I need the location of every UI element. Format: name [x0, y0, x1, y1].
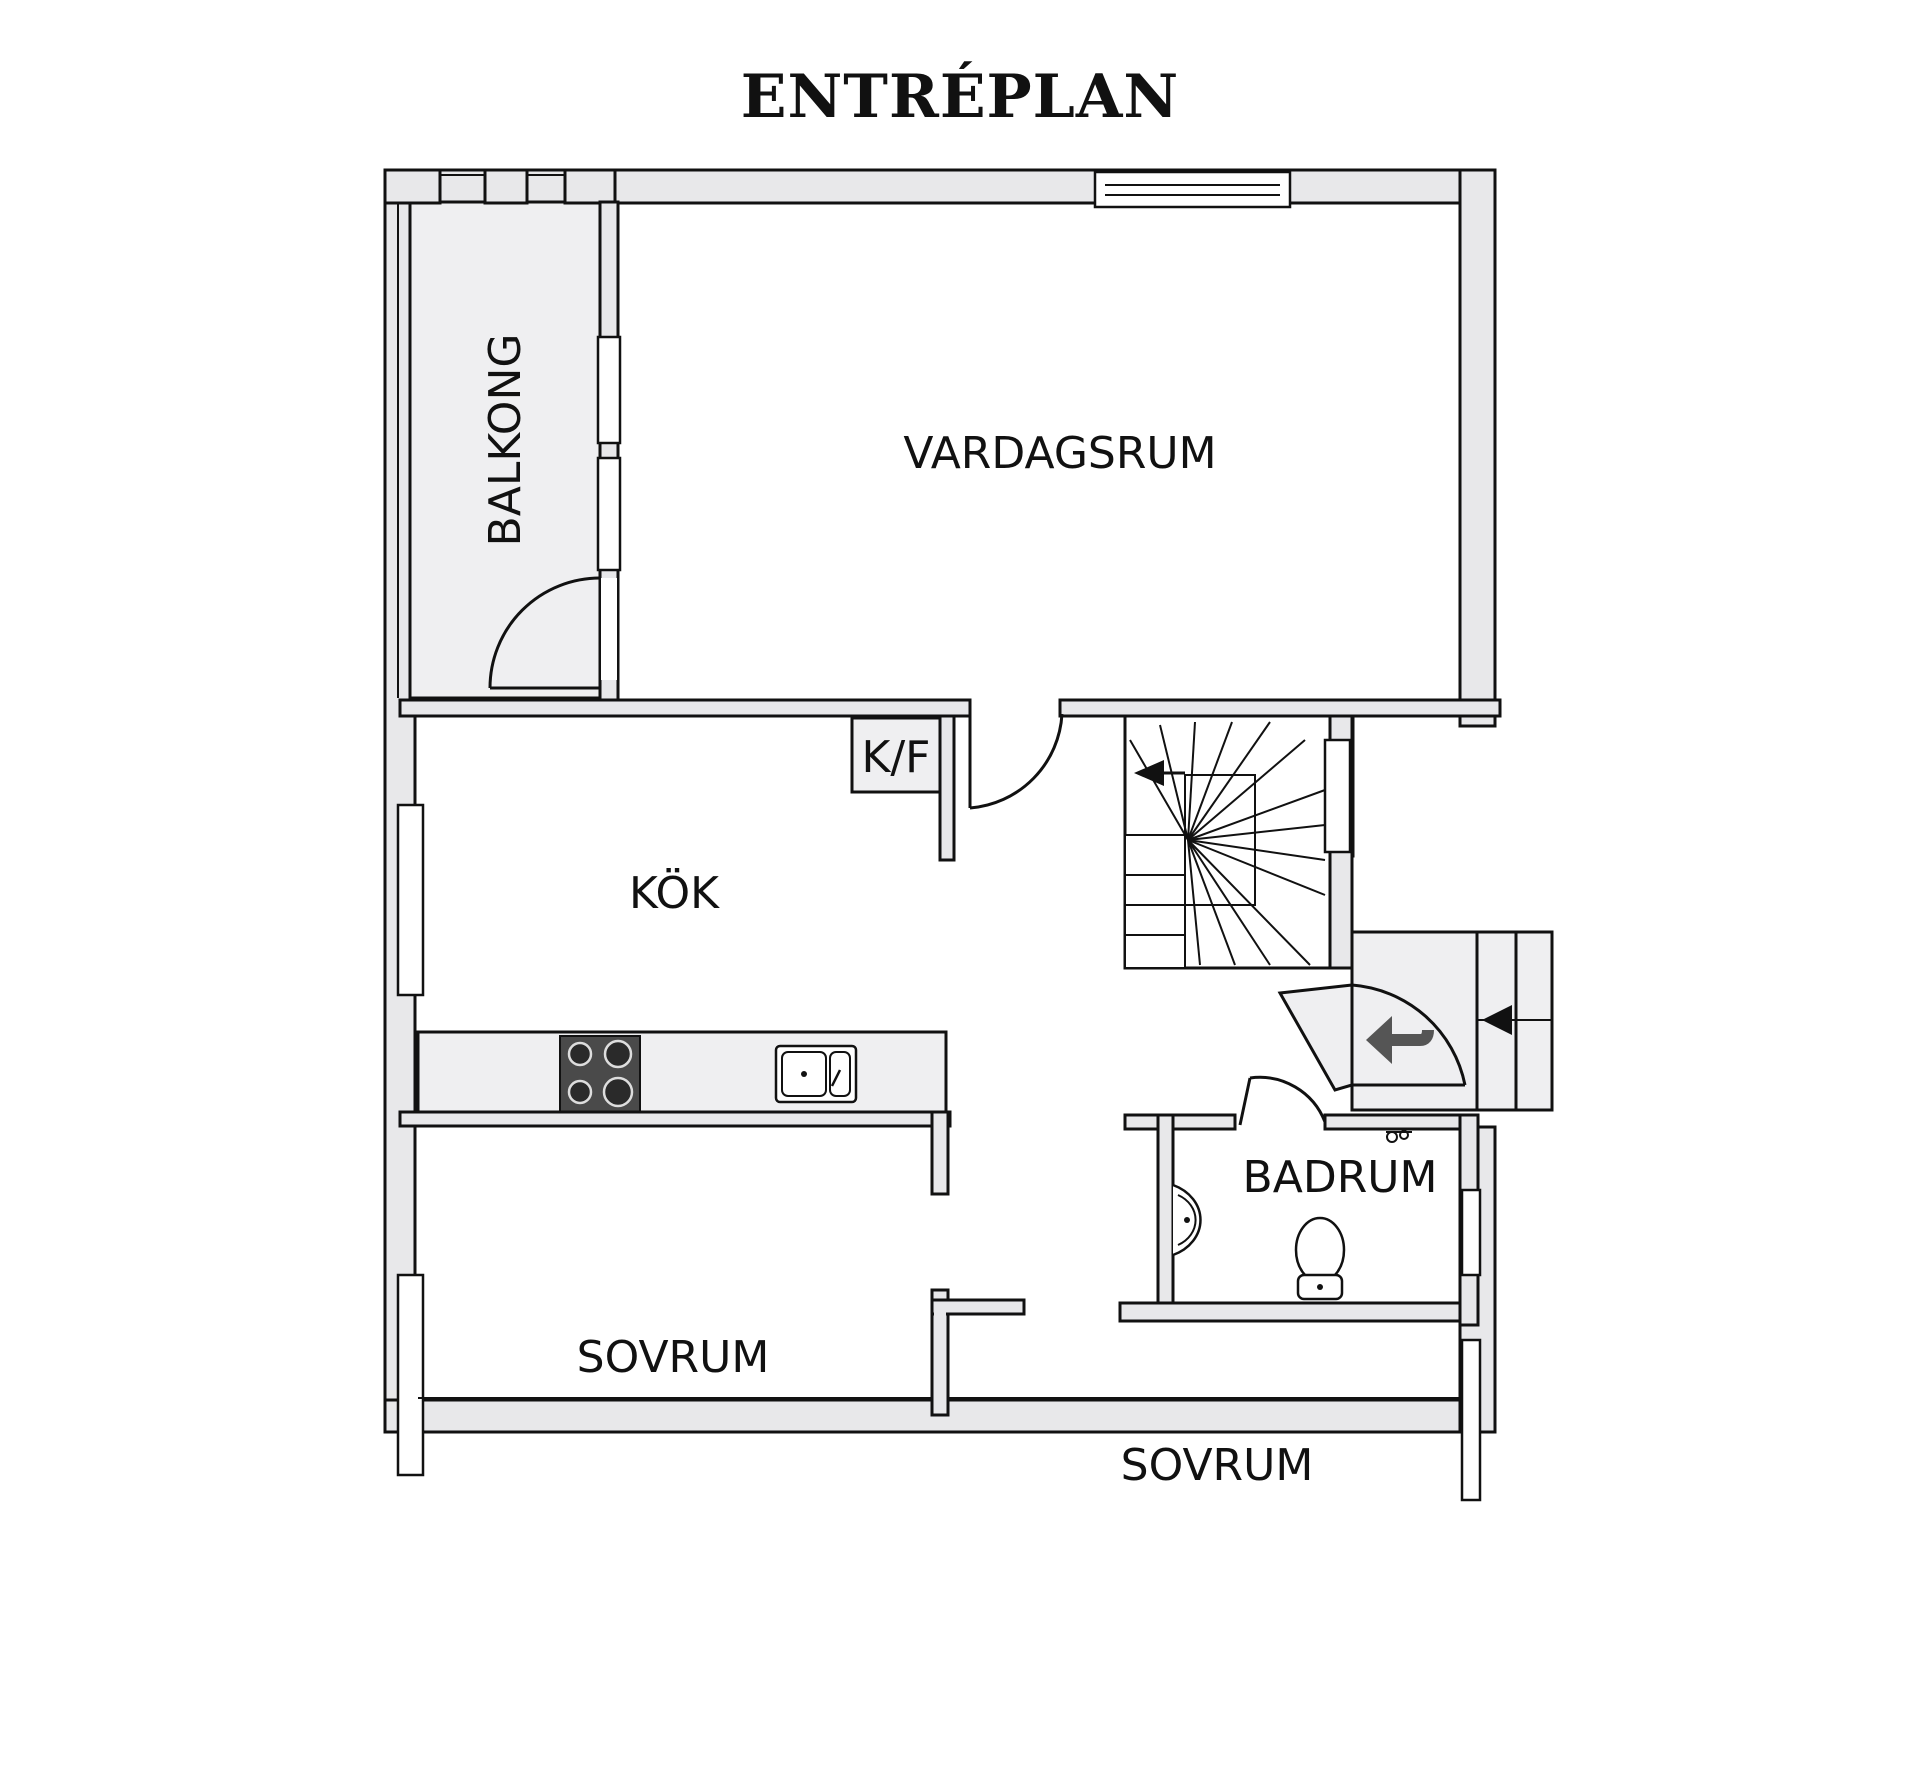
- window-stairs: [1323, 738, 1352, 854]
- room-label-bedroom-right: SOVRUM: [1121, 1440, 1314, 1491]
- balcony-area: [383, 168, 617, 700]
- room-label-balcony: BALKONG: [480, 334, 531, 547]
- room-label-fridge-freezer: K/F: [862, 732, 931, 783]
- window-kitchen-left: [396, 803, 425, 997]
- window-balcony-2: [596, 456, 622, 572]
- room-label-bedroom-left: SOVRUM: [577, 1332, 770, 1383]
- entrance-arrow-icon: [1366, 1016, 1434, 1064]
- sink-icon: [774, 1044, 858, 1104]
- window-balcony-1: [596, 335, 622, 445]
- window-bathroom: [1460, 1188, 1482, 1277]
- window-living-top: [1093, 170, 1292, 209]
- fridge-freezer-box: [850, 716, 942, 794]
- wall-kitchen-bedroom: [398, 1110, 952, 1196]
- stove-icon: [559, 1035, 641, 1113]
- room-label-kitchen: KÖK: [629, 867, 720, 919]
- toilet-icon: [1294, 1216, 1346, 1301]
- wall-bedroom-hall: [930, 1288, 1026, 1417]
- kitchen-counter: [416, 1030, 948, 1114]
- window-bedroom-left: [396, 1273, 425, 1477]
- entrance-outside-arrow-icon: [1482, 1005, 1512, 1035]
- fixture-mark: [1386, 1130, 1412, 1143]
- washbasin-icon: [1172, 1183, 1202, 1257]
- window-bedroom-right: [1460, 1338, 1482, 1502]
- staircase: [1123, 714, 1332, 970]
- wall-kf: [938, 714, 956, 862]
- room-label-bathroom: BADRUM: [1243, 1152, 1438, 1203]
- door-kitchen-living: [968, 708, 1064, 810]
- stairs-direction-icon: [1134, 760, 1185, 786]
- page-title: ENTRÉPLAN: [740, 62, 1180, 132]
- bathroom-walls: [1118, 1075, 1482, 1327]
- entrance: [1277, 930, 1554, 1112]
- room-label-living: VARDAGSRUM: [903, 428, 1216, 479]
